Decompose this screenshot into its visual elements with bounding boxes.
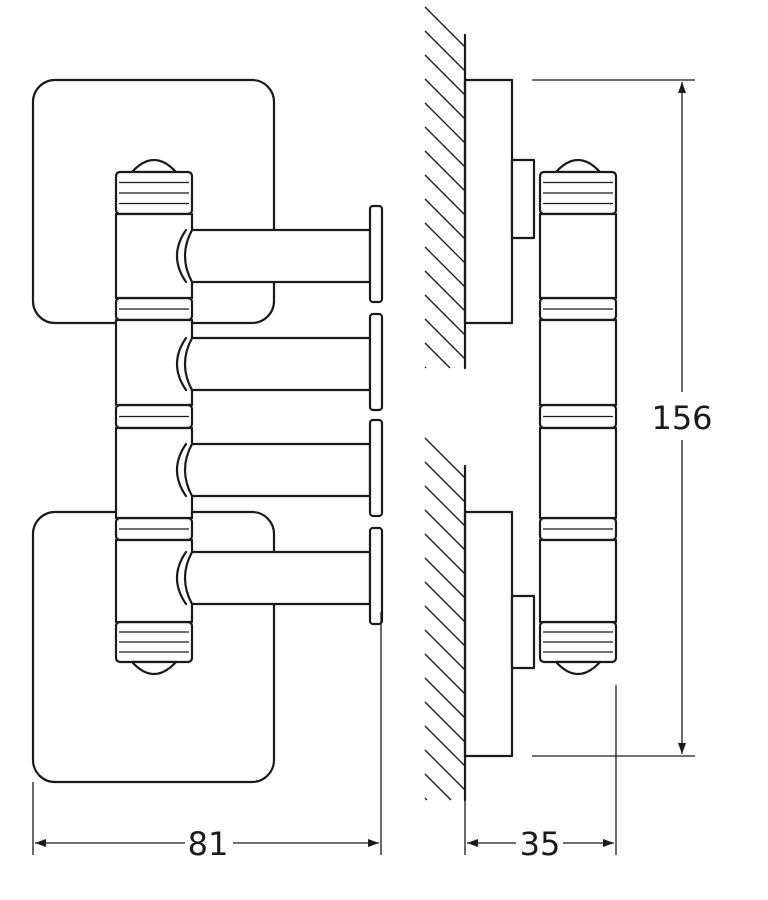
hook-end-knob <box>368 204 384 304</box>
hook-arm <box>183 442 372 498</box>
barrel-segment <box>538 426 618 520</box>
hatch-line <box>424 653 466 695</box>
height-label: 156 <box>651 399 712 437</box>
barrel-segment <box>114 426 194 520</box>
dimensions: 81 35 156 <box>32 79 713 863</box>
hatch-line <box>424 485 466 527</box>
arm-joint-curve <box>175 550 188 606</box>
width-label: 81 <box>188 825 229 863</box>
bottom-cap <box>130 660 178 676</box>
hook-column-side <box>538 158 618 676</box>
hatch-line <box>424 366 427 369</box>
wall-hatching-lower <box>424 437 466 801</box>
hatch-line <box>424 605 466 647</box>
hatch-line <box>424 749 466 791</box>
hatch-line <box>424 773 452 801</box>
hook-arm <box>183 550 372 606</box>
upper-bracket <box>510 158 536 240</box>
barrel-segment <box>114 318 194 407</box>
top-cap <box>554 158 602 174</box>
arm-joint-curve <box>175 228 188 284</box>
barrel-segment <box>114 212 194 300</box>
hatch-line <box>424 461 466 503</box>
hatch-line <box>424 342 451 369</box>
hook-end-knob <box>368 526 384 626</box>
hook-column <box>114 158 384 676</box>
hatch-line <box>424 246 466 288</box>
hatch-line <box>424 629 466 671</box>
hatch-line <box>424 6 466 48</box>
hatch-line <box>424 509 466 551</box>
side-view <box>424 6 618 802</box>
hatch-line <box>424 725 466 767</box>
arm-joint-curve <box>175 336 188 392</box>
barrel-segment <box>538 212 618 300</box>
bottom-cap <box>554 660 602 676</box>
upper-plate-profile <box>463 78 514 325</box>
hook-arm <box>183 336 372 392</box>
lower-plate-profile <box>463 510 514 758</box>
hatch-line <box>424 581 466 623</box>
hatch-line <box>424 437 466 479</box>
hatch-line <box>424 222 466 264</box>
hatch-line <box>424 557 466 599</box>
hook-arm <box>183 228 372 284</box>
barrel-segment <box>114 538 194 624</box>
hatch-line <box>424 102 466 144</box>
barrel-segment <box>538 538 618 624</box>
hatch-line <box>424 270 466 312</box>
hatch-line <box>424 677 466 719</box>
hatch-line <box>424 701 466 743</box>
hatch-line <box>424 150 466 192</box>
hatch-line <box>424 174 466 216</box>
hatch-line <box>424 78 466 120</box>
hatch-line <box>424 30 466 72</box>
lower-bracket <box>510 594 536 670</box>
hatch-line <box>424 54 466 96</box>
hook-end-knob <box>368 312 384 412</box>
arm-joint-curve <box>175 442 188 498</box>
hatch-line <box>424 797 428 801</box>
hatch-line <box>424 198 466 240</box>
wall-hatching-upper <box>424 6 466 369</box>
hook-end-knob <box>368 418 384 518</box>
hatch-line <box>424 294 466 336</box>
hatch-line <box>424 318 466 360</box>
top-cap <box>130 158 178 174</box>
barrel-segment <box>538 318 618 407</box>
hatch-line <box>424 126 466 168</box>
hatch-line <box>424 533 466 575</box>
depth-label: 35 <box>520 825 561 863</box>
front-view <box>31 78 384 784</box>
